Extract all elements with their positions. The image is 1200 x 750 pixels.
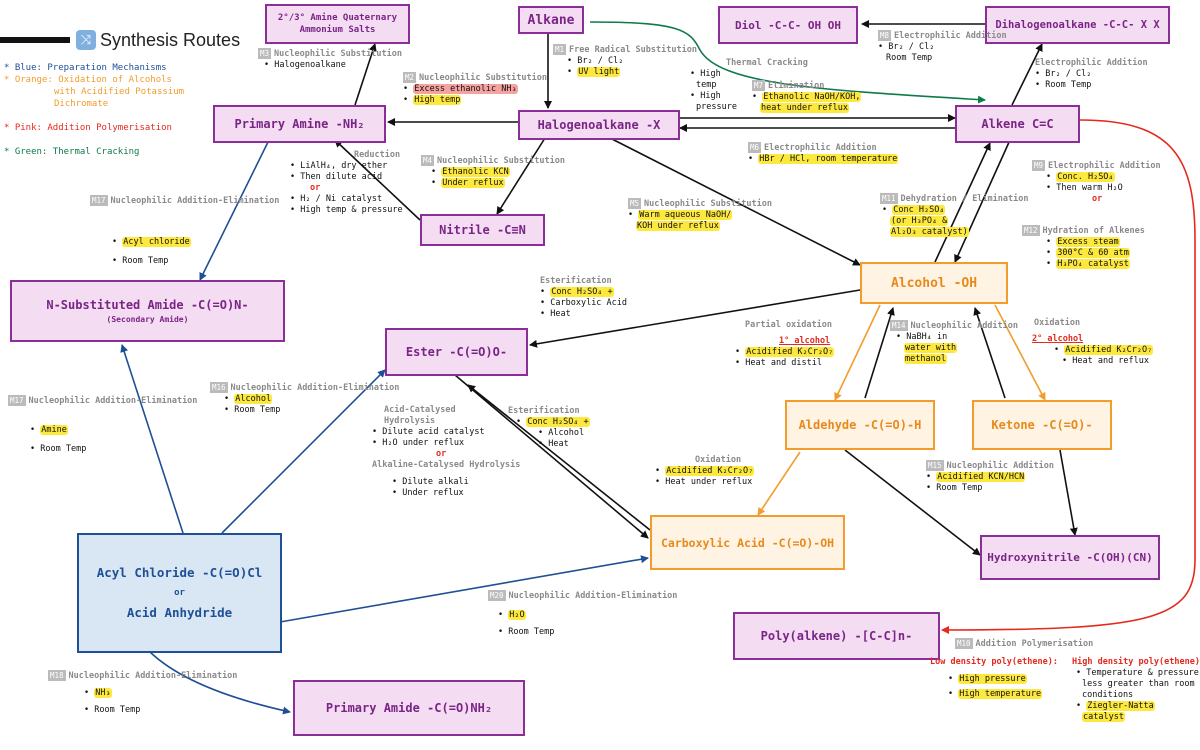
arrow-aldehyde-alcohol — [864, 307, 895, 399]
arrow-primaryamine-nsubamide — [199, 141, 269, 281]
node-halogenoalkane[interactable]: Halogenoalkane -X — [518, 110, 680, 140]
arrow-alcohol-ketone — [994, 304, 1046, 401]
legend-item-orange-3: Dichromate — [54, 99, 109, 109]
arrow-ketone-hydroxynitrile — [1059, 449, 1078, 536]
arrow-alkane-alkene-cracking — [589, 21, 986, 104]
node-nitrile[interactable]: Nitrile -C≡N — [420, 214, 545, 246]
arrow-halogenoalkane-alcohol — [609, 137, 861, 266]
arrow-alkene-dihalo — [1011, 43, 1043, 106]
node-hydroxynitrile[interactable]: Hydroxynitrile -C(OH)(CN) — [980, 535, 1160, 580]
label-thermal-cracking: Thermal Cracking • High temp • High pres… — [690, 58, 808, 112]
legend-item-green: * Green: Thermal Cracking — [4, 147, 140, 157]
arrow-ketone-alcohol — [973, 307, 1006, 399]
label-oxidation-ketone: Oxidation 2° alcohol • Acidified K₂Cr₂O₇… — [1032, 318, 1154, 366]
label-electrophilic-addition-br2: Electrophilic Addition • Br₂ / Cl₂ • Roo… — [1035, 58, 1148, 90]
n-sub-amide-subtitle: (Secondary Amide) — [106, 315, 189, 324]
arrow-alkene-polyalkene — [941, 119, 1196, 634]
label-oxidation-acid: Oxidation • Acidified K₂Cr₂O₇ • Heat und… — [655, 455, 755, 487]
acid-anhydride-label: Acid Anhydride — [126, 605, 233, 620]
label-hdpe: High density poly(ethene): • Temperature… — [1072, 657, 1200, 722]
legend-item-blue: * Blue: Preparation Mechanisms — [4, 63, 167, 73]
acyl-chloride-label: Acyl Chloride -C(=O)Cl — [96, 565, 263, 580]
node-alcohol[interactable]: Alcohol -OH — [860, 262, 1008, 304]
legend-item-orange-2: with Acidified Potassium — [54, 87, 185, 97]
or-label: or — [174, 588, 185, 598]
node-poly-alkene[interactable]: Poly(alkene) -[C-C]n- — [733, 612, 940, 660]
arrow-alcohol-ester — [529, 289, 861, 348]
node-n-substituted-amide[interactable]: N-Substituted Amide -C(=O)N- (Secondary … — [10, 280, 285, 342]
node-primary-amide[interactable]: Primary Amide -C(=O)NH₂ — [293, 680, 525, 736]
title-decoration — [0, 37, 70, 43]
node-ester[interactable]: Ester -C(=O)O- — [385, 328, 528, 376]
node-acyl-chloride-anhydride[interactable]: Acyl Chloride -C(=O)Cl or Acid Anhydride — [77, 533, 282, 653]
legend-item-orange: * Orange: Oxidation of Alcohols — [4, 75, 172, 85]
node-diol[interactable]: Diol -C-C- OH OH — [718, 6, 858, 44]
title-bar: ⤨ Synthesis Routes — [0, 26, 240, 54]
arrow-ester-carboxylic — [454, 374, 649, 539]
node-alkane[interactable]: Alkane — [518, 6, 584, 34]
label-esterification-2: Esterification • Conc H₂SO₄ + • Alcohol … — [508, 406, 590, 449]
legend-item-pink: * Pink: Addition Polymerisation — [4, 123, 172, 133]
label-ldpe: Low density poly(ethene): • High pressur… — [930, 657, 1058, 699]
arrow-acyl-ester — [221, 369, 386, 534]
n-sub-amide-label: N-Substituted Amide -C(=O)N- — [46, 298, 249, 312]
label-partial-oxidation: Partial oxidation 1° alcohol • Acidified… — [735, 320, 835, 368]
arrow-acyl-primaryamide — [149, 651, 291, 715]
arrow-alkene-alcohol — [954, 139, 1011, 263]
arrow-acyl-carboxylic — [279, 555, 649, 623]
label-reduction: Reduction • LiAlH₄, dry ether • Then dil… — [290, 150, 403, 215]
node-ketone[interactable]: Ketone -C(=O)- — [972, 400, 1112, 450]
node-carboxylic-acid[interactable]: Carboxylic Acid -C(=O)-OH — [650, 515, 845, 570]
arrow-nitrile-primaryamine — [334, 139, 421, 221]
node-primary-amine[interactable]: Primary Amine -NH₂ — [213, 105, 386, 143]
node-aldehyde[interactable]: Aldehyde -C(=O)-H — [785, 400, 935, 450]
arrow-halogenoalkane-nitrile — [496, 137, 546, 215]
arrow-alcohol-alkene — [934, 142, 991, 263]
node-dihalogenoalkane[interactable]: Dihalogenoalkane -C-C- X X — [985, 6, 1170, 44]
arrow-aldehyde-hydroxynitrile — [844, 449, 981, 556]
arrow-carboxylic-ester — [467, 384, 651, 531]
arrow-alcohol-aldehyde — [834, 304, 881, 401]
arrow-acyl-nsubamide — [120, 344, 184, 534]
arrow-aldehyde-carboxylic — [757, 451, 801, 516]
node-secondary-amines[interactable]: 2°/3° Amine Quaternary Ammonium Salts — [265, 4, 410, 44]
shuffle-icon: ⤨ — [76, 30, 96, 50]
arrow-primaryamine-secondaryamine — [354, 43, 377, 106]
page-title: Synthesis Routes — [100, 29, 241, 50]
node-alkene[interactable]: Alkene C=C — [955, 105, 1080, 143]
label-esterification-1: Esterification • Conc H₂SO₄ + • Carboxyl… — [540, 276, 628, 319]
label-hydrolysis: Acid-Catalysed Hydrolysis • Dilute acid … — [372, 405, 521, 498]
legend: * Blue: Preparation Mechanisms * Orange:… — [4, 62, 184, 158]
